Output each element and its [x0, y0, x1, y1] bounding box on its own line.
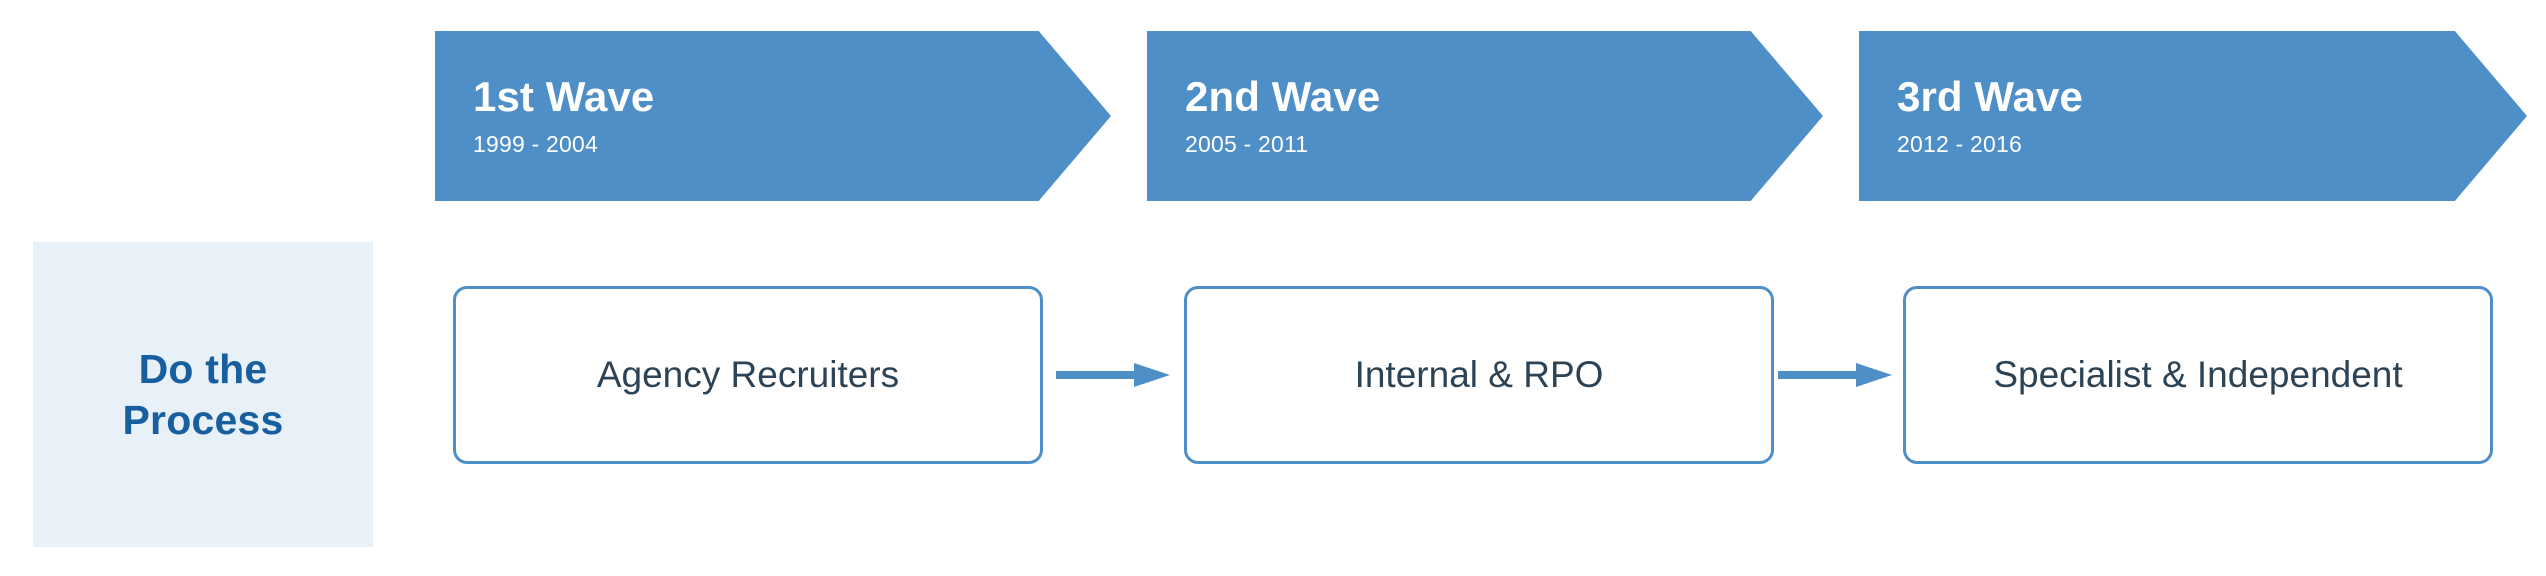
- timeline-chevron-3-content: 3rd Wave 2012 - 2016: [1897, 31, 2083, 201]
- row-label-panel: Do the Process: [33, 242, 373, 547]
- arrow-right-icon: [1056, 363, 1170, 387]
- timeline-chevron-2-period: 2005 - 2011: [1185, 131, 1309, 157]
- process-step-1[interactable]: Agency Recruiters: [453, 286, 1043, 464]
- timeline-chevron-2[interactable]: 2nd Wave 2005 - 2011: [1147, 31, 1823, 201]
- row-label-text: Do the Process: [122, 346, 284, 443]
- process-arrow-1: [1056, 362, 1170, 388]
- timeline-chevron-1[interactable]: 1st Wave 1999 - 2004: [435, 31, 1111, 201]
- arrow-right-icon: [1778, 363, 1892, 387]
- timeline-chevron-3[interactable]: 3rd Wave 2012 - 2016: [1859, 31, 2527, 201]
- process-step-3[interactable]: Specialist & Independent: [1903, 286, 2493, 464]
- timeline-chevron-3-period: 2012 - 2016: [1897, 131, 2022, 157]
- process-step-3-label: Specialist & Independent: [1993, 353, 2403, 395]
- timeline-chevron-1-title: 1st Wave: [473, 73, 655, 120]
- timeline-chevron-1-period: 1999 - 2004: [473, 131, 598, 157]
- process-step-2-label: Internal & RPO: [1354, 353, 1604, 395]
- process-step-2[interactable]: Internal & RPO: [1184, 286, 1774, 464]
- timeline-chevron-2-content: 2nd Wave 2005 - 2011: [1185, 31, 1380, 201]
- process-step-1-label: Agency Recruiters: [596, 353, 900, 395]
- timeline-chevron-1-content: 1st Wave 1999 - 2004: [473, 31, 654, 201]
- timeline-chevron-3-title: 3rd Wave: [1897, 73, 2083, 120]
- timeline-chevron-2-title: 2nd Wave: [1185, 73, 1381, 120]
- process-arrow-2: [1778, 362, 1892, 388]
